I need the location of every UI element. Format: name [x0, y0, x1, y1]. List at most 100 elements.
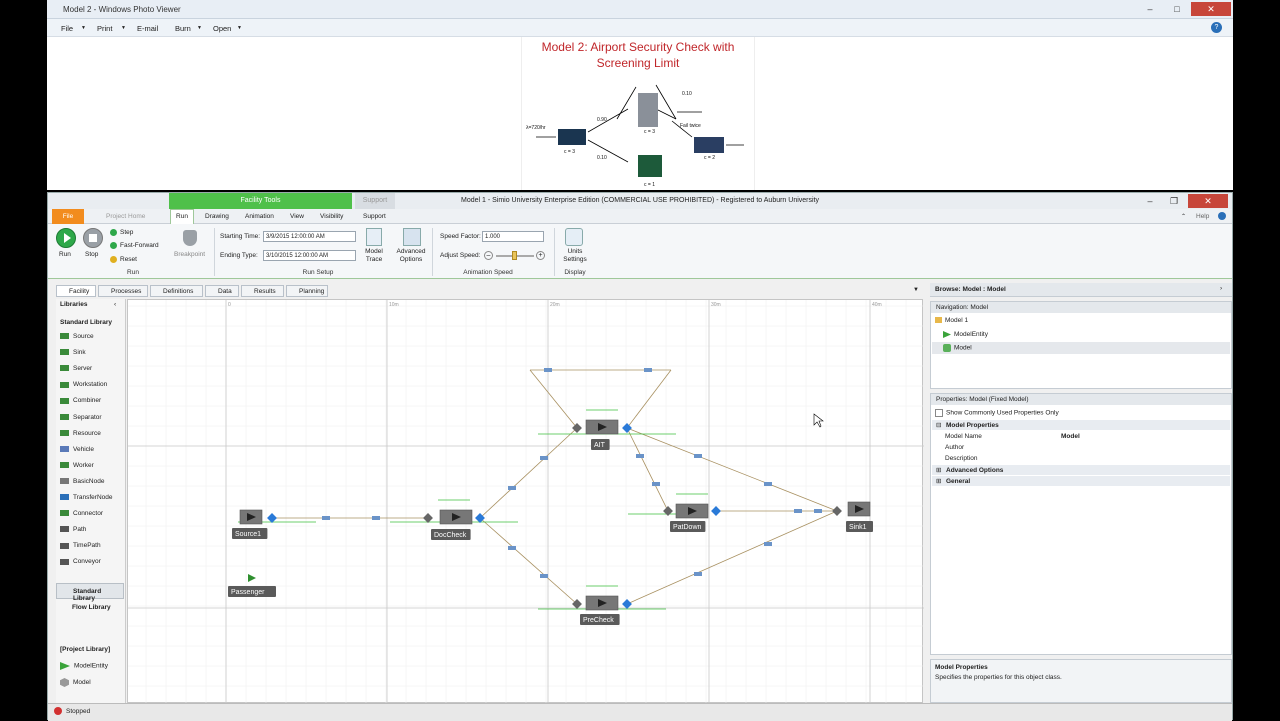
ruler-label: 40m	[872, 302, 882, 308]
library-item-transfernode[interactable]: TransferNode	[60, 494, 113, 501]
model-trace-icon[interactable]	[366, 228, 382, 246]
speed-slider-thumb[interactable]	[512, 251, 517, 260]
reset-label: Reset	[120, 256, 137, 264]
property-description: Model Properties Specifies the propertie…	[930, 659, 1232, 703]
library-item-modelentity[interactable]: ModelEntity	[60, 662, 108, 670]
library-item-vehicle[interactable]: Vehicle	[60, 446, 94, 453]
library-item-combiner[interactable]: Combiner	[60, 397, 101, 404]
speed-factor-field[interactable]: 1.000	[482, 231, 544, 242]
path-arrow-icon	[544, 368, 552, 372]
close-button[interactable]: ✕	[1191, 2, 1231, 16]
collapse-icon[interactable]: ⊟	[936, 422, 942, 429]
tab-facility[interactable]: Facility	[56, 285, 96, 297]
tab-drawing[interactable]: Drawing	[205, 213, 229, 220]
expand-icon[interactable]: ⊞	[936, 478, 942, 485]
library-item-path[interactable]: Path	[60, 526, 86, 533]
menu-burn[interactable]: Burn	[175, 24, 191, 33]
tab-data[interactable]: Data	[205, 285, 239, 297]
help-link[interactable]: Help	[1196, 213, 1210, 220]
library-item-timepath[interactable]: TimePath	[60, 542, 101, 549]
menu-email[interactable]: E-mail	[137, 24, 159, 33]
minimize-button[interactable]: –	[1147, 196, 1153, 206]
ending-type-field[interactable]: 3/10/2015 12:00:00 AM	[263, 250, 356, 261]
library-item-connector[interactable]: Connector	[60, 510, 103, 517]
plus-icon[interactable]: +	[536, 251, 545, 260]
starting-time-field[interactable]: 3/9/2015 12:00:00 AM	[263, 231, 356, 242]
chevron-left-icon[interactable]: ‹	[114, 301, 117, 308]
photo-viewer-title: Model 2 - Windows Photo Viewer	[63, 5, 181, 14]
chevron-down-icon[interactable]: ▼	[913, 287, 919, 293]
library-item-basicnode[interactable]: BasicNode	[60, 478, 104, 485]
nav-item-model1[interactable]: Model 1	[935, 317, 968, 324]
ribbon-separator	[432, 228, 433, 276]
tab-planning[interactable]: Planning	[286, 285, 328, 297]
help-icon[interactable]: ?	[1211, 22, 1222, 33]
menu-open[interactable]: Open	[213, 24, 232, 33]
show-common-checkbox[interactable]: Show Commonly Used Properties Only	[935, 409, 1059, 417]
separator-icon	[60, 413, 69, 420]
object-label-bg	[591, 439, 610, 450]
library-item-worker[interactable]: Worker	[60, 462, 94, 469]
node-icon	[423, 513, 433, 523]
library-item-sink[interactable]: Sink	[60, 349, 86, 356]
minus-icon[interactable]: –	[484, 251, 493, 260]
menu-file[interactable]: File	[61, 24, 74, 33]
tab-support[interactable]: Support	[363, 213, 386, 220]
nav-item-modelentity[interactable]: ModelEntity	[943, 331, 988, 338]
path-link	[626, 369, 672, 429]
stop-button[interactable]	[83, 228, 103, 248]
minimize-button[interactable]: –	[1147, 4, 1153, 14]
tab-project-home[interactable]: Project Home	[106, 213, 146, 220]
library-item-source[interactable]: Source	[60, 333, 94, 340]
model-properties-category[interactable]: ⊟ Model Properties	[932, 420, 1230, 430]
library-item-separator[interactable]: Separator	[60, 414, 102, 421]
tab-file[interactable]: File	[52, 209, 84, 224]
tab-run[interactable]: Run	[170, 209, 194, 224]
tab-view[interactable]: View	[290, 213, 304, 220]
tab-visibility[interactable]: Visibility	[320, 213, 344, 220]
tab-standard-library[interactable]: Standard Library	[56, 583, 124, 602]
library-item-label: Workstation	[73, 381, 108, 389]
library-item-conveyor[interactable]: Conveyor	[60, 558, 101, 565]
nav-item-model[interactable]: Model	[943, 344, 972, 352]
step-button[interactable]: Step	[110, 229, 133, 236]
play-icon	[64, 233, 71, 243]
fast-forward-button[interactable]: Fast-Forward	[110, 242, 159, 249]
tab-flow-library[interactable]: Flow Library	[72, 604, 111, 611]
breakpoint-icon[interactable]	[183, 230, 197, 246]
advanced-options-category[interactable]: ⊞ Advanced Options	[932, 465, 1230, 475]
help-icon[interactable]	[1218, 212, 1226, 220]
libraries-header: Libraries	[60, 301, 88, 308]
model-properties-label: Model Properties	[946, 422, 999, 429]
chevron-up-icon[interactable]: ⌃	[1181, 214, 1187, 220]
navigation-header: Navigation: Model	[936, 304, 989, 311]
basicnode-icon	[60, 478, 69, 485]
nav-item-model-selected[interactable]: Model	[932, 342, 1230, 354]
tab-definitions[interactable]: Definitions	[150, 285, 203, 297]
maximize-button[interactable]: □	[1174, 4, 1180, 14]
restore-button[interactable]: ❐	[1169, 196, 1179, 206]
menu-print[interactable]: Print	[97, 24, 113, 33]
close-button[interactable]: ✕	[1188, 194, 1228, 208]
prop-model-name-value[interactable]: Model	[1061, 433, 1080, 440]
run-button[interactable]	[56, 228, 76, 248]
tab-processes[interactable]: Processes	[98, 285, 148, 297]
sink-icon	[60, 349, 69, 356]
general-category[interactable]: ⊞ General	[932, 476, 1230, 486]
expand-icon[interactable]: ⊞	[936, 467, 942, 474]
object-label: PatDown	[673, 524, 702, 531]
library-item-model[interactable]: Model	[60, 678, 91, 687]
tab-animation[interactable]: Animation	[245, 213, 274, 220]
advanced-options-icon[interactable]	[403, 228, 421, 246]
library-item-workstation[interactable]: Workstation	[60, 381, 107, 388]
library-item-server[interactable]: Server	[60, 365, 92, 372]
library-item-resource[interactable]: Resource	[60, 430, 101, 437]
general-category-label: General	[946, 478, 971, 485]
chevron-right-icon[interactable]: ›	[1220, 285, 1223, 292]
tab-results[interactable]: Results	[241, 285, 284, 297]
reset-button[interactable]: Reset	[110, 256, 137, 263]
resource-icon	[60, 429, 69, 436]
units-settings-icon[interactable]	[565, 228, 583, 246]
